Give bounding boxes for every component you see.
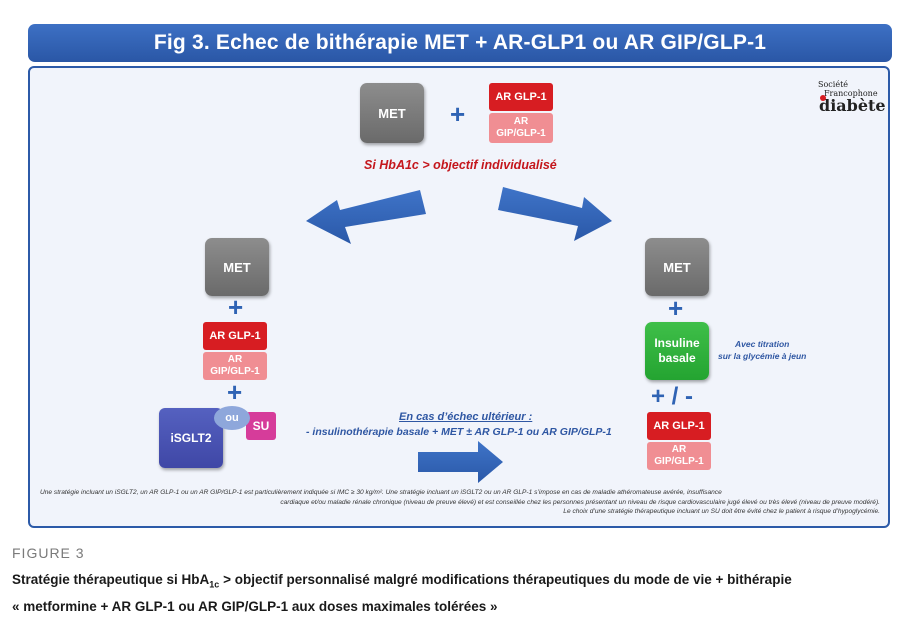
left-argip-line1: AR — [227, 354, 243, 365]
top-argip-line2: GIP/GLP-1 — [496, 128, 546, 139]
top-arglp1-box: AR GLP-1 — [489, 83, 553, 111]
titration-line1: Avec titration — [735, 339, 790, 349]
left-argip-box: AR GIP/GLP-1 — [203, 352, 267, 380]
titration-note: Avec titration sur la glycémie à jeun — [718, 338, 806, 362]
logo-line1: Société — [818, 80, 849, 89]
left-argip-line2: GIP/GLP-1 — [210, 366, 260, 377]
footnote: Une stratégie incluant un iSGLT2, un AR … — [40, 488, 880, 517]
logo-dot-icon — [820, 95, 826, 101]
footnote-line2: cardiaque et/ou maladie rénale chronique… — [280, 498, 880, 506]
right-plus-minus: + / - — [651, 383, 694, 410]
right-plus: + — [668, 293, 684, 323]
right-arglp1-box: AR GLP-1 — [647, 412, 711, 440]
top-plus: + — [450, 99, 466, 129]
middle-title: En cas d’échec ultérieur : — [399, 411, 533, 423]
figure-label: FIGURE 3 — [12, 545, 85, 561]
left-plus-1: + — [228, 292, 244, 322]
caption-line2: « metformine + AR GLP-1 ou AR GIP/GLP-1 … — [12, 598, 498, 614]
figure-title: Fig 3. Echec de bithérapie MET + AR-GLP1… — [28, 24, 892, 62]
footnote-line3: Le choix d’une stratégie thérapeutique i… — [563, 508, 880, 515]
arrow-right-middle — [418, 441, 503, 483]
top-argip-box: AR GIP/GLP-1 — [489, 113, 553, 143]
insuline-line2: basale — [658, 351, 696, 365]
right-argip-line2: GIP/GLP-1 — [654, 456, 704, 467]
titration-line2: sur la glycémie à jeun — [718, 351, 807, 361]
caption-suffix: > objectif personnalisé malgré modificat… — [219, 572, 792, 587]
right-met-box: MET — [645, 238, 709, 296]
insuline-line1: Insuline — [654, 336, 700, 350]
top-condition-text: Si HbA1c > objectif individualisé — [364, 158, 557, 172]
caption-prefix: Stratégie thérapeutique si HbA — [12, 572, 210, 587]
isglt2-box: iSGLT2 — [159, 408, 223, 468]
insuline-basale-box: Insuline basale — [645, 322, 709, 380]
su-box: SU — [246, 412, 276, 440]
right-argip-line1: AR — [671, 444, 687, 455]
arrow-left-down — [306, 190, 426, 244]
right-argip-box: AR GIP/GLP-1 — [647, 442, 711, 470]
footnote-line1: Une stratégie incluant un iSGLT2, un AR … — [40, 489, 722, 496]
logo-line3: diabète — [819, 96, 886, 115]
left-arglp1-box: AR GLP-1 — [203, 322, 267, 350]
left-met-box: MET — [205, 238, 269, 296]
middle-text: - insulinothérapie basale + MET ± AR GLP… — [306, 426, 612, 438]
top-argip-line1: AR — [513, 116, 529, 127]
ou-bubble: ou — [214, 406, 250, 430]
sfd-logo: Société Francophone diabète — [818, 80, 886, 120]
figure-caption: Stratégie thérapeutique si HbA1c > objec… — [12, 569, 907, 618]
left-plus-2: + — [227, 377, 243, 407]
caption-sub: 1c — [209, 579, 220, 590]
logo-line2: Francophone — [824, 89, 878, 98]
top-met-box: MET — [360, 83, 424, 143]
arrow-right-down — [498, 187, 612, 241]
